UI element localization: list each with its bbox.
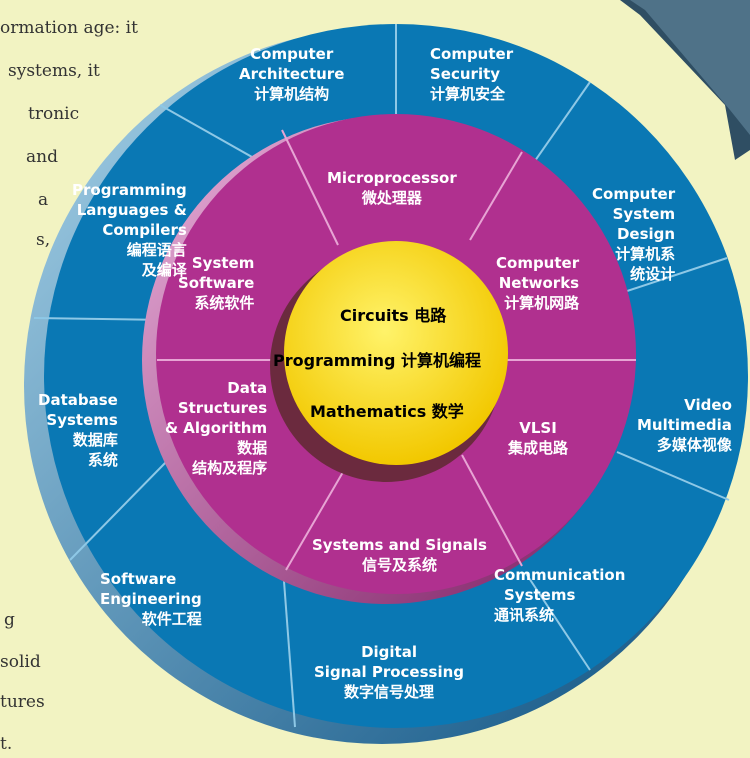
- label-line: 编程语言: [126, 241, 187, 259]
- label-line: Digital: [361, 643, 417, 661]
- bg-line: s,: [36, 230, 51, 250]
- inner-system-software: System Software 系统软件: [178, 253, 254, 313]
- label-line: 数据: [237, 439, 268, 457]
- label-line: 及编译: [141, 261, 187, 279]
- inner-ring-dividers: [157, 129, 636, 571]
- label-line: Software: [178, 274, 255, 292]
- label-line: Communication: [494, 566, 626, 584]
- bg-line: tronic: [28, 104, 80, 124]
- outer-database-systems: Database Systems 数据库 系统: [38, 390, 118, 470]
- label-line: 系统软件: [194, 294, 255, 312]
- label-line: Systems: [504, 586, 576, 604]
- label-line: VLSI: [519, 419, 557, 437]
- label-line: Languages &: [76, 201, 187, 219]
- label-line: Signal Processing: [314, 663, 465, 681]
- bg-line: tures: [0, 692, 45, 712]
- label-line: Computer: [592, 185, 676, 203]
- core-programming: Programming 计算机编程: [273, 351, 481, 370]
- label-line: Video: [684, 396, 732, 414]
- label-line: Data: [227, 379, 268, 397]
- label-line: 数据库: [72, 431, 118, 449]
- label-line: System: [612, 205, 676, 223]
- inner-systems-signals: Systems and Signals 信号及系统: [312, 535, 487, 575]
- label-line: 数字信号处理: [344, 683, 435, 701]
- label-line: 系统: [87, 451, 118, 469]
- inner-data-structures: Data Structures & Algorithm 数据 结构及程序: [165, 378, 267, 478]
- label-line: 计算机结构: [254, 85, 330, 103]
- label-line: Programming: [72, 181, 187, 199]
- label-line: System: [191, 254, 255, 272]
- outer-computer-architecture: Computer Architecture 计算机结构: [239, 44, 344, 104]
- label-line: 多媒体视像: [656, 436, 732, 454]
- label-line: 信号及系统: [361, 556, 437, 574]
- corner-panel-decoration: [620, 0, 750, 160]
- label-line: 微处理器: [361, 189, 422, 207]
- label-line: 计算机网路: [504, 294, 580, 312]
- inner-microprocessor: Microprocessor 微处理器: [327, 168, 457, 208]
- label-line: Compilers: [102, 221, 187, 239]
- label-line: 计算机安全: [430, 85, 506, 103]
- label-line: Multimedia: [637, 416, 732, 434]
- bg-line: and: [26, 147, 58, 167]
- outer-communication-systems: Communication Systems 通讯系统: [494, 565, 625, 625]
- label-line: Database: [38, 391, 118, 409]
- label-line: Systems and Signals: [312, 536, 487, 554]
- outer-computer-security: Computer Security 计算机安全: [430, 44, 513, 104]
- core-circuits: Circuits 电路: [340, 306, 447, 325]
- label-line: Networks: [498, 274, 580, 292]
- label-line: 结构及程序: [192, 459, 268, 477]
- bg-line: g: [4, 610, 15, 630]
- label-line: Architecture: [239, 65, 345, 83]
- label-line: Computer: [496, 254, 580, 272]
- outer-software-engineering: Software Engineering 软件工程: [100, 569, 202, 629]
- label-line: 软件工程: [141, 610, 202, 628]
- label-line: 统设计: [630, 265, 676, 283]
- label-line: Computer: [430, 45, 514, 63]
- label-line: 计算机系: [615, 245, 676, 263]
- label-line: Security: [430, 65, 501, 83]
- outer-computer-system-design: Computer System Design 计算机系 统设计: [592, 184, 675, 284]
- label-line: Structures: [177, 399, 268, 417]
- label-line: 集成电路: [508, 439, 569, 457]
- outer-digital-signal-processing: Digital Signal Processing 数字信号处理: [314, 642, 464, 702]
- bg-line: ormation age: it: [0, 18, 138, 38]
- label-line: Software: [100, 570, 177, 588]
- label-line: Computer: [250, 45, 334, 63]
- label-line: Systems: [46, 411, 118, 429]
- label-line: & Algorithm: [165, 419, 268, 437]
- inner-computer-networks: Computer Networks 计算机网路: [496, 253, 579, 313]
- label-line: Microprocessor: [327, 169, 457, 187]
- center-disc: [284, 241, 508, 465]
- bg-line: systems, it: [8, 61, 100, 81]
- outer-video-multimedia: Video Multimedia 多媒体视像: [637, 395, 732, 455]
- bg-line: a: [38, 190, 49, 210]
- bg-line: solid: [0, 652, 41, 672]
- label-line: 通讯系统: [494, 606, 555, 624]
- core-mathematics: Mathematics 数学: [310, 402, 464, 421]
- outer-programming-languages: Programming Languages & Compilers 编程语言 及…: [72, 180, 187, 280]
- label-line: Design: [616, 225, 676, 243]
- bg-line: t.: [0, 734, 13, 754]
- label-line: Engineering: [100, 590, 202, 608]
- inner-vlsi: VLSI 集成电路: [508, 418, 568, 458]
